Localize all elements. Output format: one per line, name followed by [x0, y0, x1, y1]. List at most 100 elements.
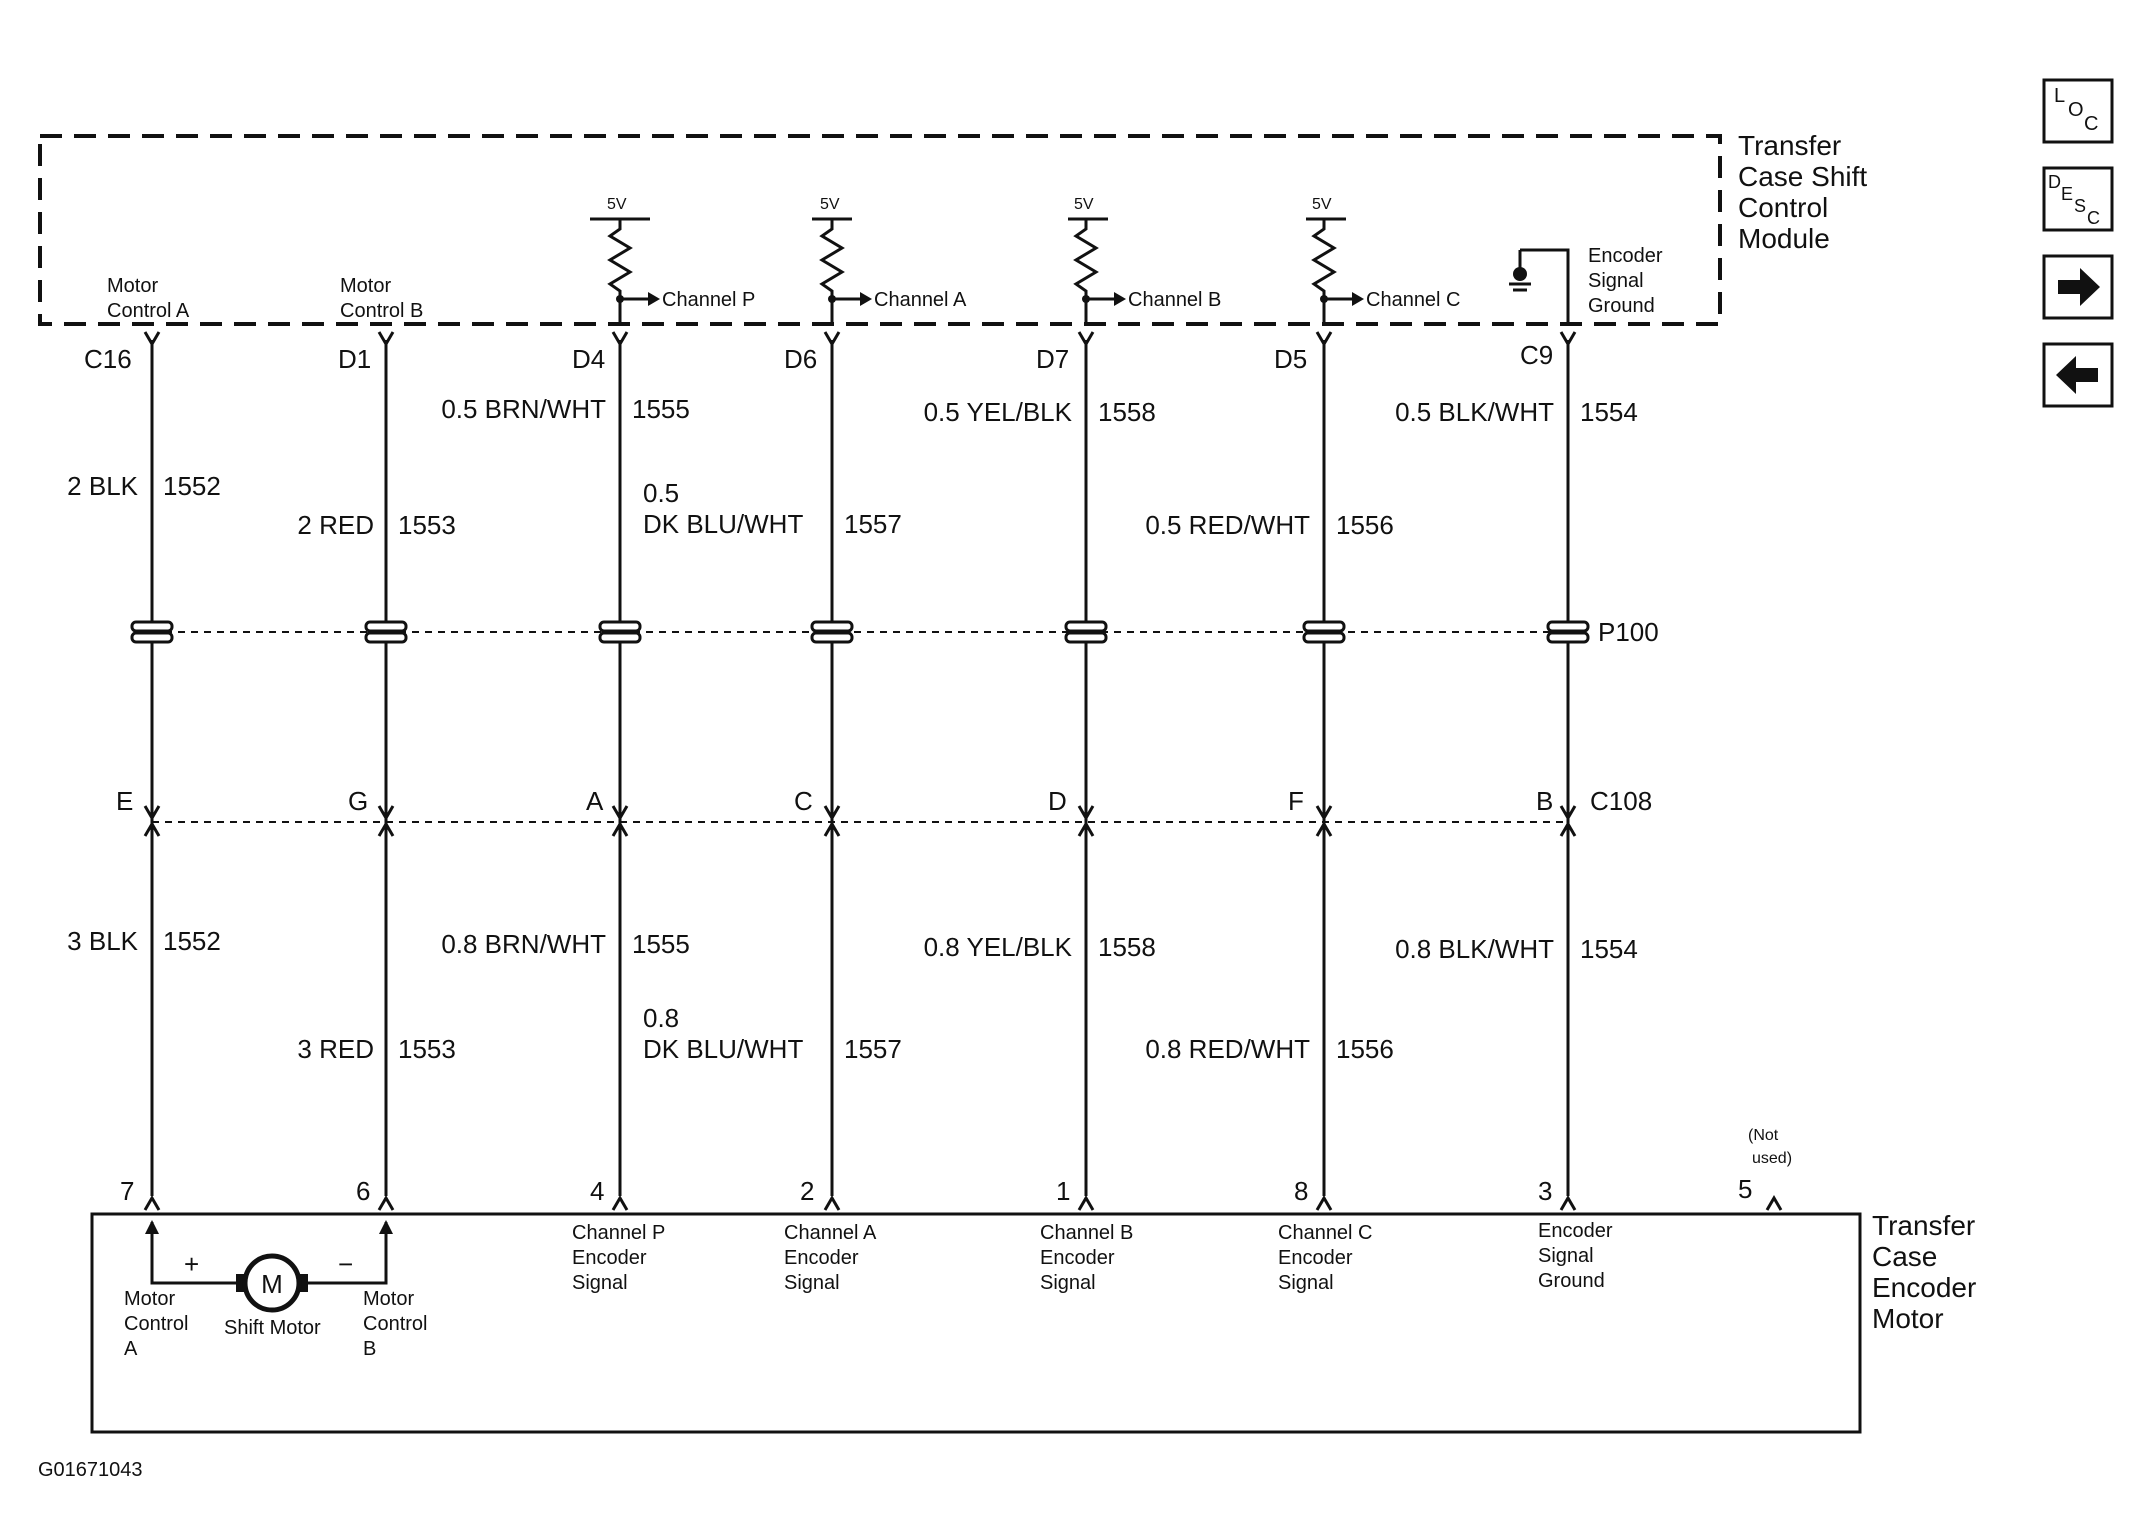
passthrough-p100: P100	[130, 617, 1659, 647]
channel-a-encoder-label-line-3: Signal	[784, 1272, 840, 1294]
svg-text:S: S	[2074, 196, 2086, 216]
motor-pin-3: 3	[1538, 1176, 1552, 1206]
module-title-line-2: Case Shift	[1738, 161, 1867, 192]
circuit-number-upper-3: 1555	[632, 394, 690, 424]
encoder-motor-outline	[90, 1212, 1862, 1434]
channel-c-label: Channel C	[1366, 289, 1461, 311]
wires	[150, 340, 1570, 1196]
motor-control-a-label-line-1: Motor	[107, 275, 158, 297]
wire-size-upper-4: 0.5	[643, 478, 679, 508]
module-pin-terminals	[143, 331, 1577, 347]
ground-icon	[1513, 267, 1527, 281]
loc-button[interactable]: L O C	[2042, 78, 2114, 144]
forward-button[interactable]	[2042, 254, 2114, 320]
arrow-right-icon	[2058, 268, 2100, 306]
arrow-icon	[1352, 292, 1364, 306]
wire-color-lower-7: 0.8 BLK/WHT	[1395, 934, 1554, 964]
encoder-ground-motor-label-line-2: Signal	[1538, 1245, 1594, 1267]
upper-wire-labels: 2 BLK 1552 2 RED 1553 0.5 BRN/WHT 1555 0…	[67, 394, 1638, 540]
module-pin-c9: C9	[1520, 340, 1553, 370]
motor-control-a-label-line-2: Control	[124, 1313, 188, 1335]
wire-color-upper-3: 0.5 BRN/WHT	[441, 394, 606, 424]
svg-text:D: D	[2048, 172, 2061, 192]
c108-pin-d: D	[1048, 786, 1067, 816]
wire-color-lower-1: 3 BLK	[67, 926, 138, 956]
motor-pin-terminals	[143, 1195, 1783, 1211]
p100-label: P100	[1598, 617, 1659, 647]
transfer-case-encoder-motor: Transfer Case Encoder Motor M + − Shift …	[90, 1210, 1976, 1434]
encoder-signal-ground-circuit: Encoder Signal Ground	[1509, 245, 1663, 323]
arrow-icon	[860, 292, 872, 306]
module-pin-d5: D5	[1274, 344, 1307, 374]
wire-color-lower-2: 3 RED	[297, 1034, 374, 1064]
module-title-line-3: Control	[1738, 192, 1828, 223]
encoder-ground-label-line-2: Signal	[1588, 270, 1644, 292]
channel-a-encoder-label-line-2: Encoder	[784, 1247, 859, 1269]
channel-b-encoder-label-line-3: Signal	[1040, 1272, 1096, 1294]
svg-text:C: C	[2087, 208, 2100, 228]
arrow-icon	[648, 292, 660, 306]
circuit-number-upper-4: 1557	[844, 509, 902, 539]
circuit-number-upper-7: 1554	[1580, 397, 1638, 427]
motor-pin-5: 5	[1738, 1174, 1752, 1204]
wire-color-lower-6: 0.8 RED/WHT	[1145, 1034, 1310, 1064]
module-title-line-4: Module	[1738, 223, 1830, 254]
circuit-number-lower-2: 1553	[398, 1034, 456, 1064]
resistor-symbol	[1311, 219, 1337, 323]
module-pin-d4: D4	[572, 344, 605, 374]
module-outline	[38, 134, 1722, 326]
channel-p-encoder-label-line-2: Encoder	[572, 1247, 647, 1269]
motor-pin-1: 1	[1056, 1176, 1070, 1206]
motor-control-b-label-line-2: Control	[363, 1313, 427, 1335]
channel-a-encoder-label-line-1: Channel A	[784, 1222, 877, 1244]
lower-wire-labels: 3 BLK 1552 3 RED 1553 0.8 BRN/WHT 1555 0…	[67, 926, 1638, 1064]
circuit-number-upper-1: 1552	[163, 471, 221, 501]
connector-c108: E G A C D F B C108	[116, 786, 1652, 837]
svg-text:C: C	[2084, 113, 2098, 135]
desc-button[interactable]: D E S C	[2042, 166, 2114, 232]
c108-pin-c: C	[794, 786, 813, 816]
c108-label: C108	[1590, 786, 1652, 816]
motor-control-b-label-line-1: Motor	[340, 275, 391, 297]
not-used-line-1: (Not	[1748, 1127, 1779, 1144]
motor-symbol-m: M	[261, 1269, 283, 1299]
encoder-ground-label-line-3: Ground	[1588, 295, 1655, 317]
svg-text:O: O	[2068, 99, 2084, 121]
circuit-number-lower-1: 1552	[163, 926, 221, 956]
wire-color-upper-2: 2 RED	[297, 510, 374, 540]
pullup-channel-a: 5V Channel A	[812, 196, 967, 323]
motor-title-line-2: Case	[1872, 1241, 1937, 1272]
motor-control-a-label-line-1: Motor	[124, 1288, 175, 1310]
channel-p-label: Channel P	[662, 289, 755, 311]
channel-c-encoder-label-line-2: Encoder	[1278, 1247, 1353, 1269]
wire-color-upper-6: 0.5 RED/WHT	[1145, 510, 1310, 540]
channel-c-encoder-label-line-1: Channel C	[1278, 1222, 1373, 1244]
module-pin-d6: D6	[784, 344, 817, 374]
grommet-icons	[130, 620, 1590, 644]
wire-color-lower-3: 0.8 BRN/WHT	[441, 929, 606, 959]
shift-motor-label: Shift Motor	[224, 1317, 321, 1339]
connector-terminals	[143, 805, 1577, 837]
circuit-number-upper-6: 1556	[1336, 510, 1394, 540]
resistor-symbol	[1073, 219, 1099, 323]
motor-pin-6: 6	[356, 1176, 370, 1206]
resistor-symbol	[607, 219, 633, 323]
circuit-number-lower-5: 1558	[1098, 932, 1156, 962]
c108-pin-g: G	[348, 786, 368, 816]
motor-pin-4: 4	[590, 1176, 604, 1206]
supply-5v-label: 5V	[820, 196, 840, 213]
motor-title-line-1: Transfer	[1872, 1210, 1975, 1241]
motor-pin-7: 7	[120, 1176, 134, 1206]
motor-title-line-4: Motor	[1872, 1303, 1944, 1334]
supply-5v-label: 5V	[607, 196, 627, 213]
circuit-number-lower-6: 1556	[1336, 1034, 1394, 1064]
desc-icon: D E S C	[2048, 172, 2100, 228]
module-pin-d7: D7	[1036, 344, 1069, 374]
arrow-up-icon	[379, 1220, 393, 1234]
motor-control-a-label-line-3: A	[124, 1338, 138, 1360]
motor-pin-numbers: 7 6 4 2 1 8 3 5 (Not used)	[120, 1127, 1792, 1206]
svg-text:L: L	[2054, 85, 2065, 107]
wire-color-upper-5: 0.5 YEL/BLK	[924, 397, 1073, 427]
circuit-number-upper-5: 1558	[1098, 397, 1156, 427]
back-button[interactable]	[2042, 342, 2114, 408]
